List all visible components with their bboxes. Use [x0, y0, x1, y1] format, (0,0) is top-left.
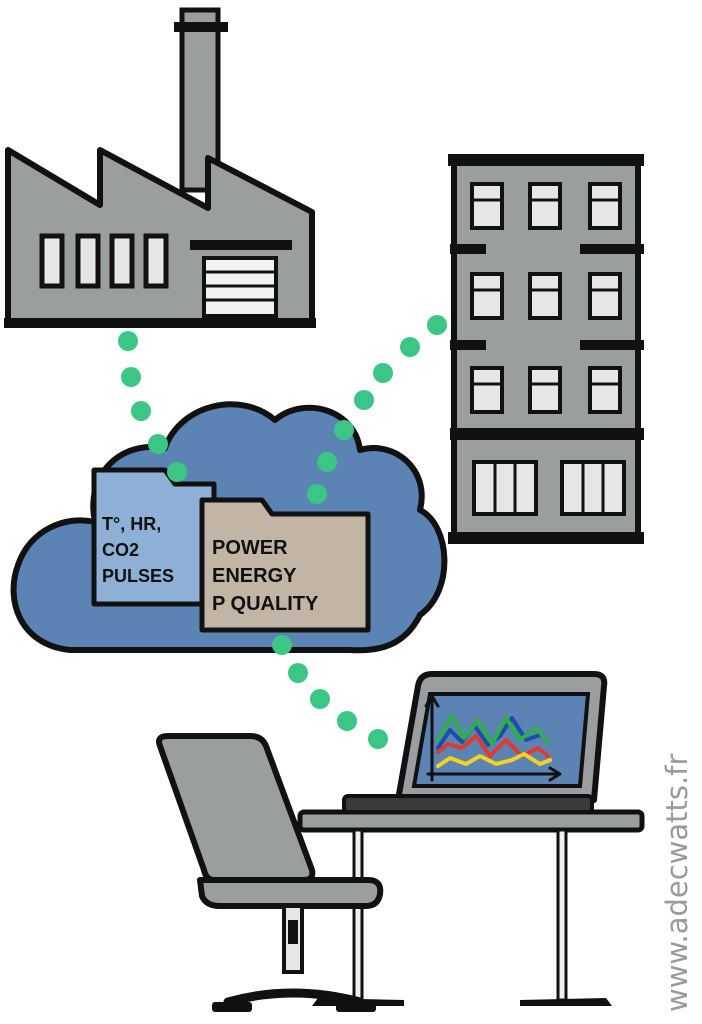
factory-icon: [4, 7, 316, 328]
line-chart-icon: [424, 694, 562, 782]
desk-icon: [297, 809, 645, 1006]
sensor-folder-line-1: T°, HR,: [102, 514, 161, 534]
watermark-text: www.adecwatts.fr: [660, 754, 694, 1012]
office-building-icon: [448, 154, 644, 544]
sensor-folder-line-2: CO2: [102, 540, 139, 560]
energy-data-folder: POWER ENERGY P QUALITY: [199, 497, 371, 633]
energy-folder-line-3: P QUALITY: [212, 593, 319, 615]
energy-folder-line-1: POWER: [212, 537, 288, 559]
office-chair-icon: [156, 733, 384, 1012]
connection-dots: [118, 315, 447, 749]
laptop-icon: [342, 671, 608, 814]
sensor-folder-line-3: PULSES: [102, 566, 174, 586]
sensor-data-folder: T°, HR, CO2 PULSES: [91, 467, 217, 607]
energy-folder-line-2: ENERGY: [212, 565, 297, 587]
